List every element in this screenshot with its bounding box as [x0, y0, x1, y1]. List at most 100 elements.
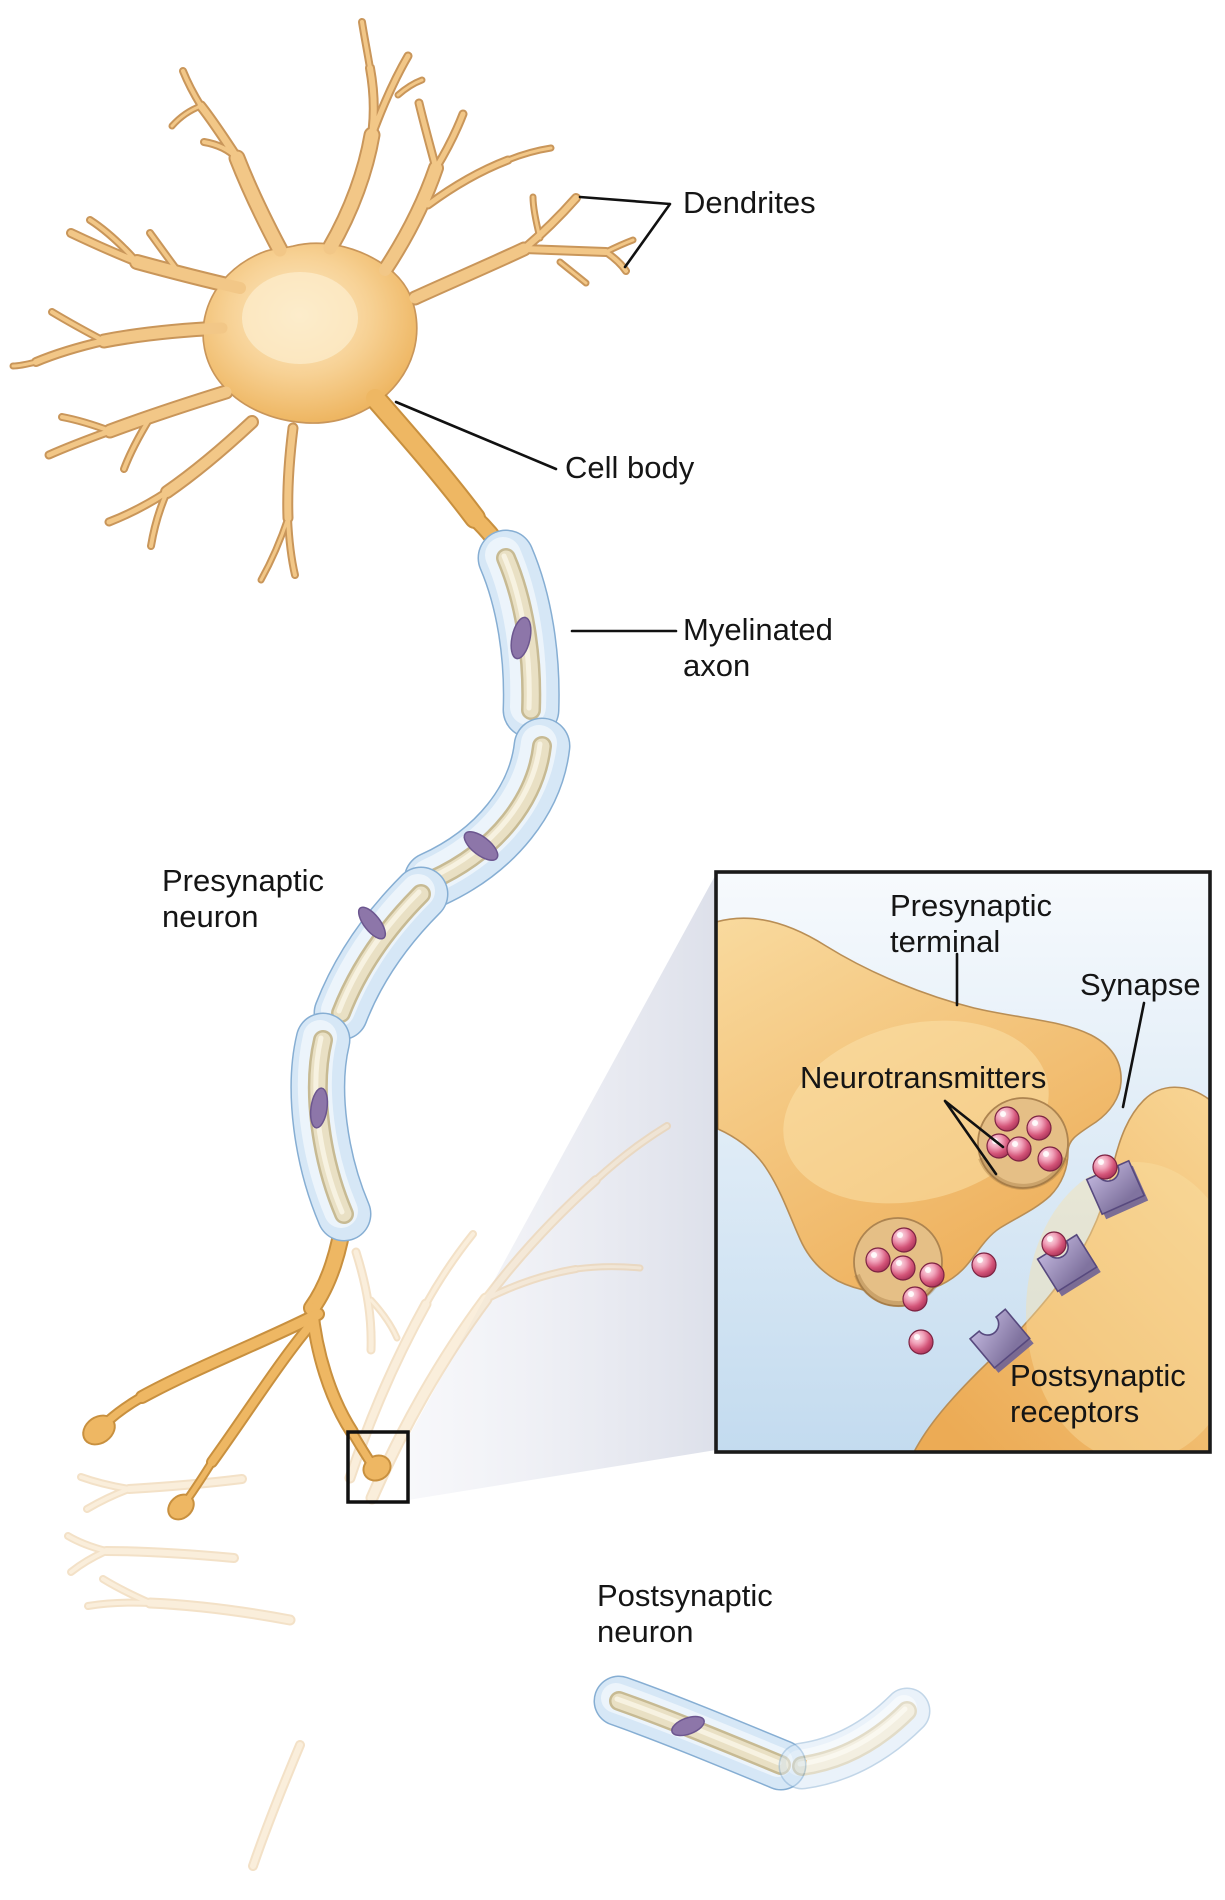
pale-dendrite-branch	[79, 1475, 131, 1491]
presynaptic-branch	[11, 360, 38, 368]
label-presynaptic-terminal-line1: Presynaptic	[890, 888, 1052, 923]
presynaptic-branch	[149, 490, 169, 548]
pale-dendrite-branch	[483, 1177, 599, 1302]
presynaptic-branch	[88, 218, 139, 264]
inset-border	[714, 870, 1212, 1454]
presynaptic-branch	[131, 256, 246, 294]
leader-line-neurotransmitters	[943, 1099, 1005, 1176]
pale-dendrite-branch	[126, 1476, 245, 1492]
presynaptic-branch	[106, 489, 170, 525]
presynaptic-branch	[521, 195, 579, 252]
postsynaptic-receptors-group	[968, 1159, 1149, 1373]
presynaptic-branch	[122, 416, 152, 471]
axon-terminal-bouton	[84, 1416, 114, 1444]
zoom-projection-wedge	[408, 874, 716, 1500]
pale-dendrite-branch	[369, 1298, 399, 1340]
presynaptic-branch	[259, 516, 290, 582]
schwann-cell-nucleus	[357, 906, 387, 940]
label-myelinated-axon-line2: axon	[683, 648, 750, 683]
presynaptic-branch	[50, 310, 106, 343]
presynaptic-branch	[286, 516, 297, 577]
myelin-segment	[778, 1687, 931, 1790]
neurotransmitter-sphere	[994, 1106, 1020, 1132]
label-myelinated-axon-line1: Myelinated	[683, 612, 833, 647]
label-postsynaptic-receptors-line1: Postsynaptic	[1010, 1358, 1186, 1393]
neurotransmitter-sphere	[890, 1255, 916, 1281]
myelin-segment	[403, 717, 571, 909]
presynaptic-soma-highlight	[242, 272, 358, 364]
neurotransmitter-sphere	[865, 1247, 891, 1273]
label-cell-body: Cell body	[565, 450, 695, 485]
axon-terminal-bouton	[169, 1495, 193, 1519]
label-postsynaptic-neuron-line2: neuron	[597, 1614, 694, 1649]
presynaptic-branch	[369, 53, 411, 138]
neurotransmitter-sphere	[1026, 1115, 1052, 1141]
presynaptic-branch	[284, 424, 297, 522]
presynaptic-branch	[521, 246, 609, 255]
pale-dendrite-branch	[69, 1549, 108, 1574]
label-neurotransmitters: Neurotransmitters	[800, 1060, 1046, 1095]
presynaptic-branch	[104, 1393, 146, 1425]
myelin-segment	[477, 529, 560, 739]
label-postsynaptic-neuron-line1: Postsynaptic	[597, 1578, 773, 1613]
leader-line-dendrites	[578, 195, 672, 269]
pale-dendrite-branch	[250, 1742, 303, 1869]
label-synapse: Synapse	[1080, 967, 1201, 1002]
axon-terminal-bouton	[364, 1456, 390, 1480]
presynaptic-branch	[60, 415, 112, 433]
presynaptic-branch	[208, 1318, 317, 1466]
inset-source-box	[346, 1430, 410, 1504]
schwann-cell-nucleus	[463, 831, 499, 861]
pale-dendrite-branch	[86, 1600, 152, 1608]
neurotransmitter-molecules	[865, 1106, 1118, 1355]
myelin-segment	[313, 866, 449, 1041]
presynaptic-branch	[409, 243, 530, 304]
presynaptic-branch	[360, 20, 372, 70]
presynaptic-branch	[181, 69, 203, 108]
pale-dendrite-branch	[424, 1232, 475, 1306]
pale-dendrite-branch	[353, 1249, 374, 1353]
presynaptic-branch	[323, 128, 379, 255]
presynaptic-branch	[366, 389, 484, 527]
pale-dendrite-branch	[85, 1487, 131, 1511]
label-dendrites: Dendrites	[683, 185, 816, 220]
presynaptic-branch	[396, 78, 424, 97]
postsynaptic-highlight	[1026, 1162, 1210, 1452]
presynaptic-branch	[604, 238, 635, 254]
presynaptic-branch	[33, 338, 107, 365]
presynaptic-branch	[531, 195, 542, 240]
leader-line-cell-body	[394, 400, 558, 471]
presynaptic-branch	[46, 428, 113, 458]
postsynaptic-receptor	[968, 1308, 1031, 1370]
presynaptic-branch	[604, 250, 628, 273]
neurotransmitter-sphere	[1037, 1146, 1063, 1172]
pale-dendrite-branch	[574, 1265, 642, 1271]
presynaptic-branch	[379, 162, 442, 276]
neurotransmitter-sphere	[908, 1329, 934, 1355]
pale-dendrite-branch	[146, 1599, 294, 1624]
neurotransmitter-sphere	[919, 1262, 945, 1288]
presynaptic-branch	[162, 417, 257, 497]
pale-dendrite-branch	[594, 1124, 669, 1182]
label-presynaptic-neuron-line2: neuron	[162, 899, 259, 934]
presynaptic-neuron-illustration	[9, 18, 637, 1521]
presynaptic-branch	[558, 260, 588, 285]
neurotransmitter-sphere	[971, 1252, 997, 1278]
pale-dendrite-branch	[66, 1534, 108, 1553]
label-postsynaptic-receptors-line2: receptors	[1010, 1394, 1139, 1429]
pale-dendrite-branch	[346, 1300, 430, 1482]
presynaptic-branch	[170, 104, 203, 128]
neurotransmitter-sphere	[891, 1227, 917, 1253]
presynaptic-branch	[148, 231, 182, 276]
presynaptic-branch	[230, 151, 287, 257]
pale-dendrite-branch	[484, 1267, 578, 1301]
myelin-segment	[290, 1012, 372, 1242]
presynaptic-branch	[425, 157, 511, 208]
myelin-segment	[593, 1675, 807, 1791]
presynaptic-branch	[137, 1309, 323, 1402]
neurotransmitter-sphere	[1006, 1136, 1032, 1162]
presynaptic-branch	[68, 230, 140, 265]
postsynaptic-pale-dendrites	[64, 1122, 671, 1871]
